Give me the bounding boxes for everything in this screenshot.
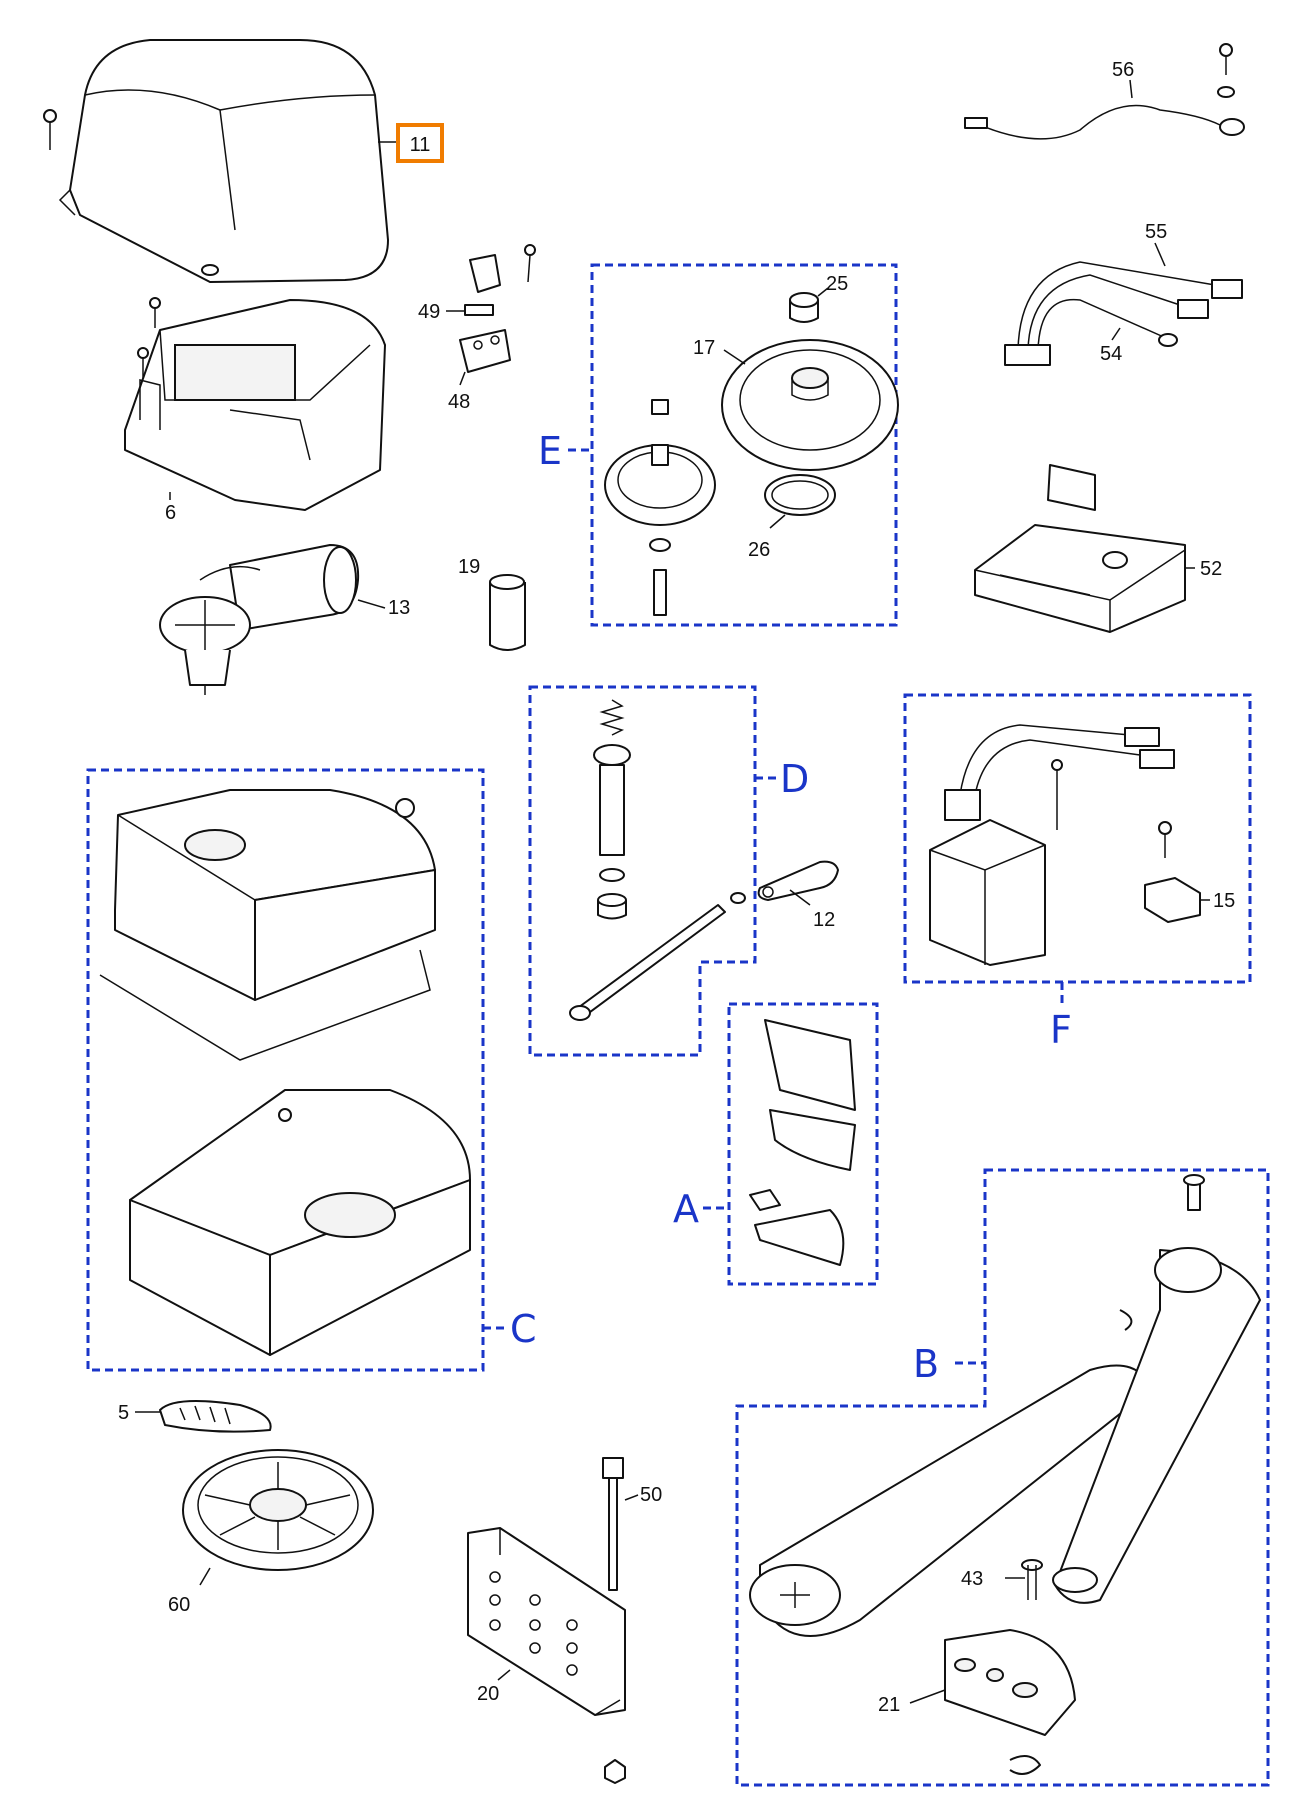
transformer[interactable] [929,724,1175,966]
part-52-control-board[interactable] [974,464,1186,633]
group-e-label: E [538,429,562,473]
label-17: 17 [693,337,715,359]
leader-26 [769,514,786,529]
leader-56 [1129,79,1133,99]
part-19-spacer[interactable] [489,574,526,651]
leader-13 [357,599,386,609]
part-20-plate[interactable] [467,1527,626,1784]
leader-21 [909,1689,946,1704]
label-56: 56 [1112,59,1134,81]
group-a-label: A [673,1187,699,1231]
label-15: 15 [1213,890,1235,912]
leader-25 [817,287,829,297]
part-26-ring[interactable] [764,474,836,516]
part-48-terminal-block[interactable] [459,329,511,373]
label-5: 5 [118,1402,129,1424]
part-21-bracket[interactable] [944,1629,1076,1775]
group-c-label: C [510,1307,537,1351]
leader-60 [199,1567,211,1586]
small-gear[interactable] [604,399,716,616]
leader-17 [723,349,746,365]
label-19: 19 [458,556,480,578]
label-25: 25 [826,273,848,295]
label-11: 11 [410,134,431,156]
group-f-label: F [1050,1008,1072,1052]
bracket-set[interactable] [749,1019,856,1266]
label-21: 21 [878,1694,900,1716]
leader-48 [459,371,466,386]
arm-long[interactable] [749,1364,1151,1637]
part-56-ground-wire[interactable] [964,43,1245,140]
label-60: 60 [168,1594,190,1616]
label-20: 20 [477,1683,499,1705]
label-52: 52 [1200,558,1222,580]
part-55-harness[interactable] [1004,261,1243,366]
part-60-disc[interactable] [182,1449,374,1571]
part-6-base[interactable] [124,299,386,511]
part-13-motor[interactable] [159,544,360,695]
part-25-cap[interactable] [789,292,819,323]
shaft-assembly[interactable] [569,699,746,1021]
lower-housing[interactable] [129,1089,471,1356]
label-48: 48 [448,391,470,413]
label-43: 43 [961,1568,983,1590]
screws-base [137,297,161,378]
label-6: 6 [165,502,176,524]
leader-55 [1154,242,1166,267]
part-11-cover[interactable] [58,39,389,283]
part-49-fuse-holder[interactable] [464,244,536,316]
leader-50 [624,1494,639,1501]
label-54: 54 [1100,343,1122,365]
part-15-bridge-rectifier[interactable] [1144,821,1201,923]
leader-12 [789,889,811,906]
upper-housing[interactable] [99,789,436,1061]
label-26: 26 [748,539,770,561]
arm-pins[interactable] [1021,1174,1205,1600]
group-f-box [903,693,1252,984]
part-12-release-key[interactable] [757,860,839,901]
label-49: 49 [418,301,440,323]
label-50: 50 [640,1484,662,1506]
arm-curved[interactable] [1052,1247,1261,1604]
part-50-bolt[interactable] [602,1457,624,1591]
part-5-cam[interactable] [159,1400,272,1433]
group-b-box [735,1168,1270,1787]
highlight-box [396,123,444,163]
group-a-box [727,1002,879,1286]
leader-20 [497,1669,511,1681]
group-b-label: B [913,1342,939,1386]
leader-54 [1111,327,1121,341]
group-d-label: D [780,757,809,801]
group-d-box [528,685,757,1057]
screw-cover [43,109,57,150]
label-13: 13 [388,597,410,619]
group-e-box [590,263,898,627]
part-17-large-gear[interactable] [721,339,899,471]
group-c-box [86,768,485,1372]
label-12: 12 [813,909,835,931]
label-55: 55 [1145,221,1167,243]
